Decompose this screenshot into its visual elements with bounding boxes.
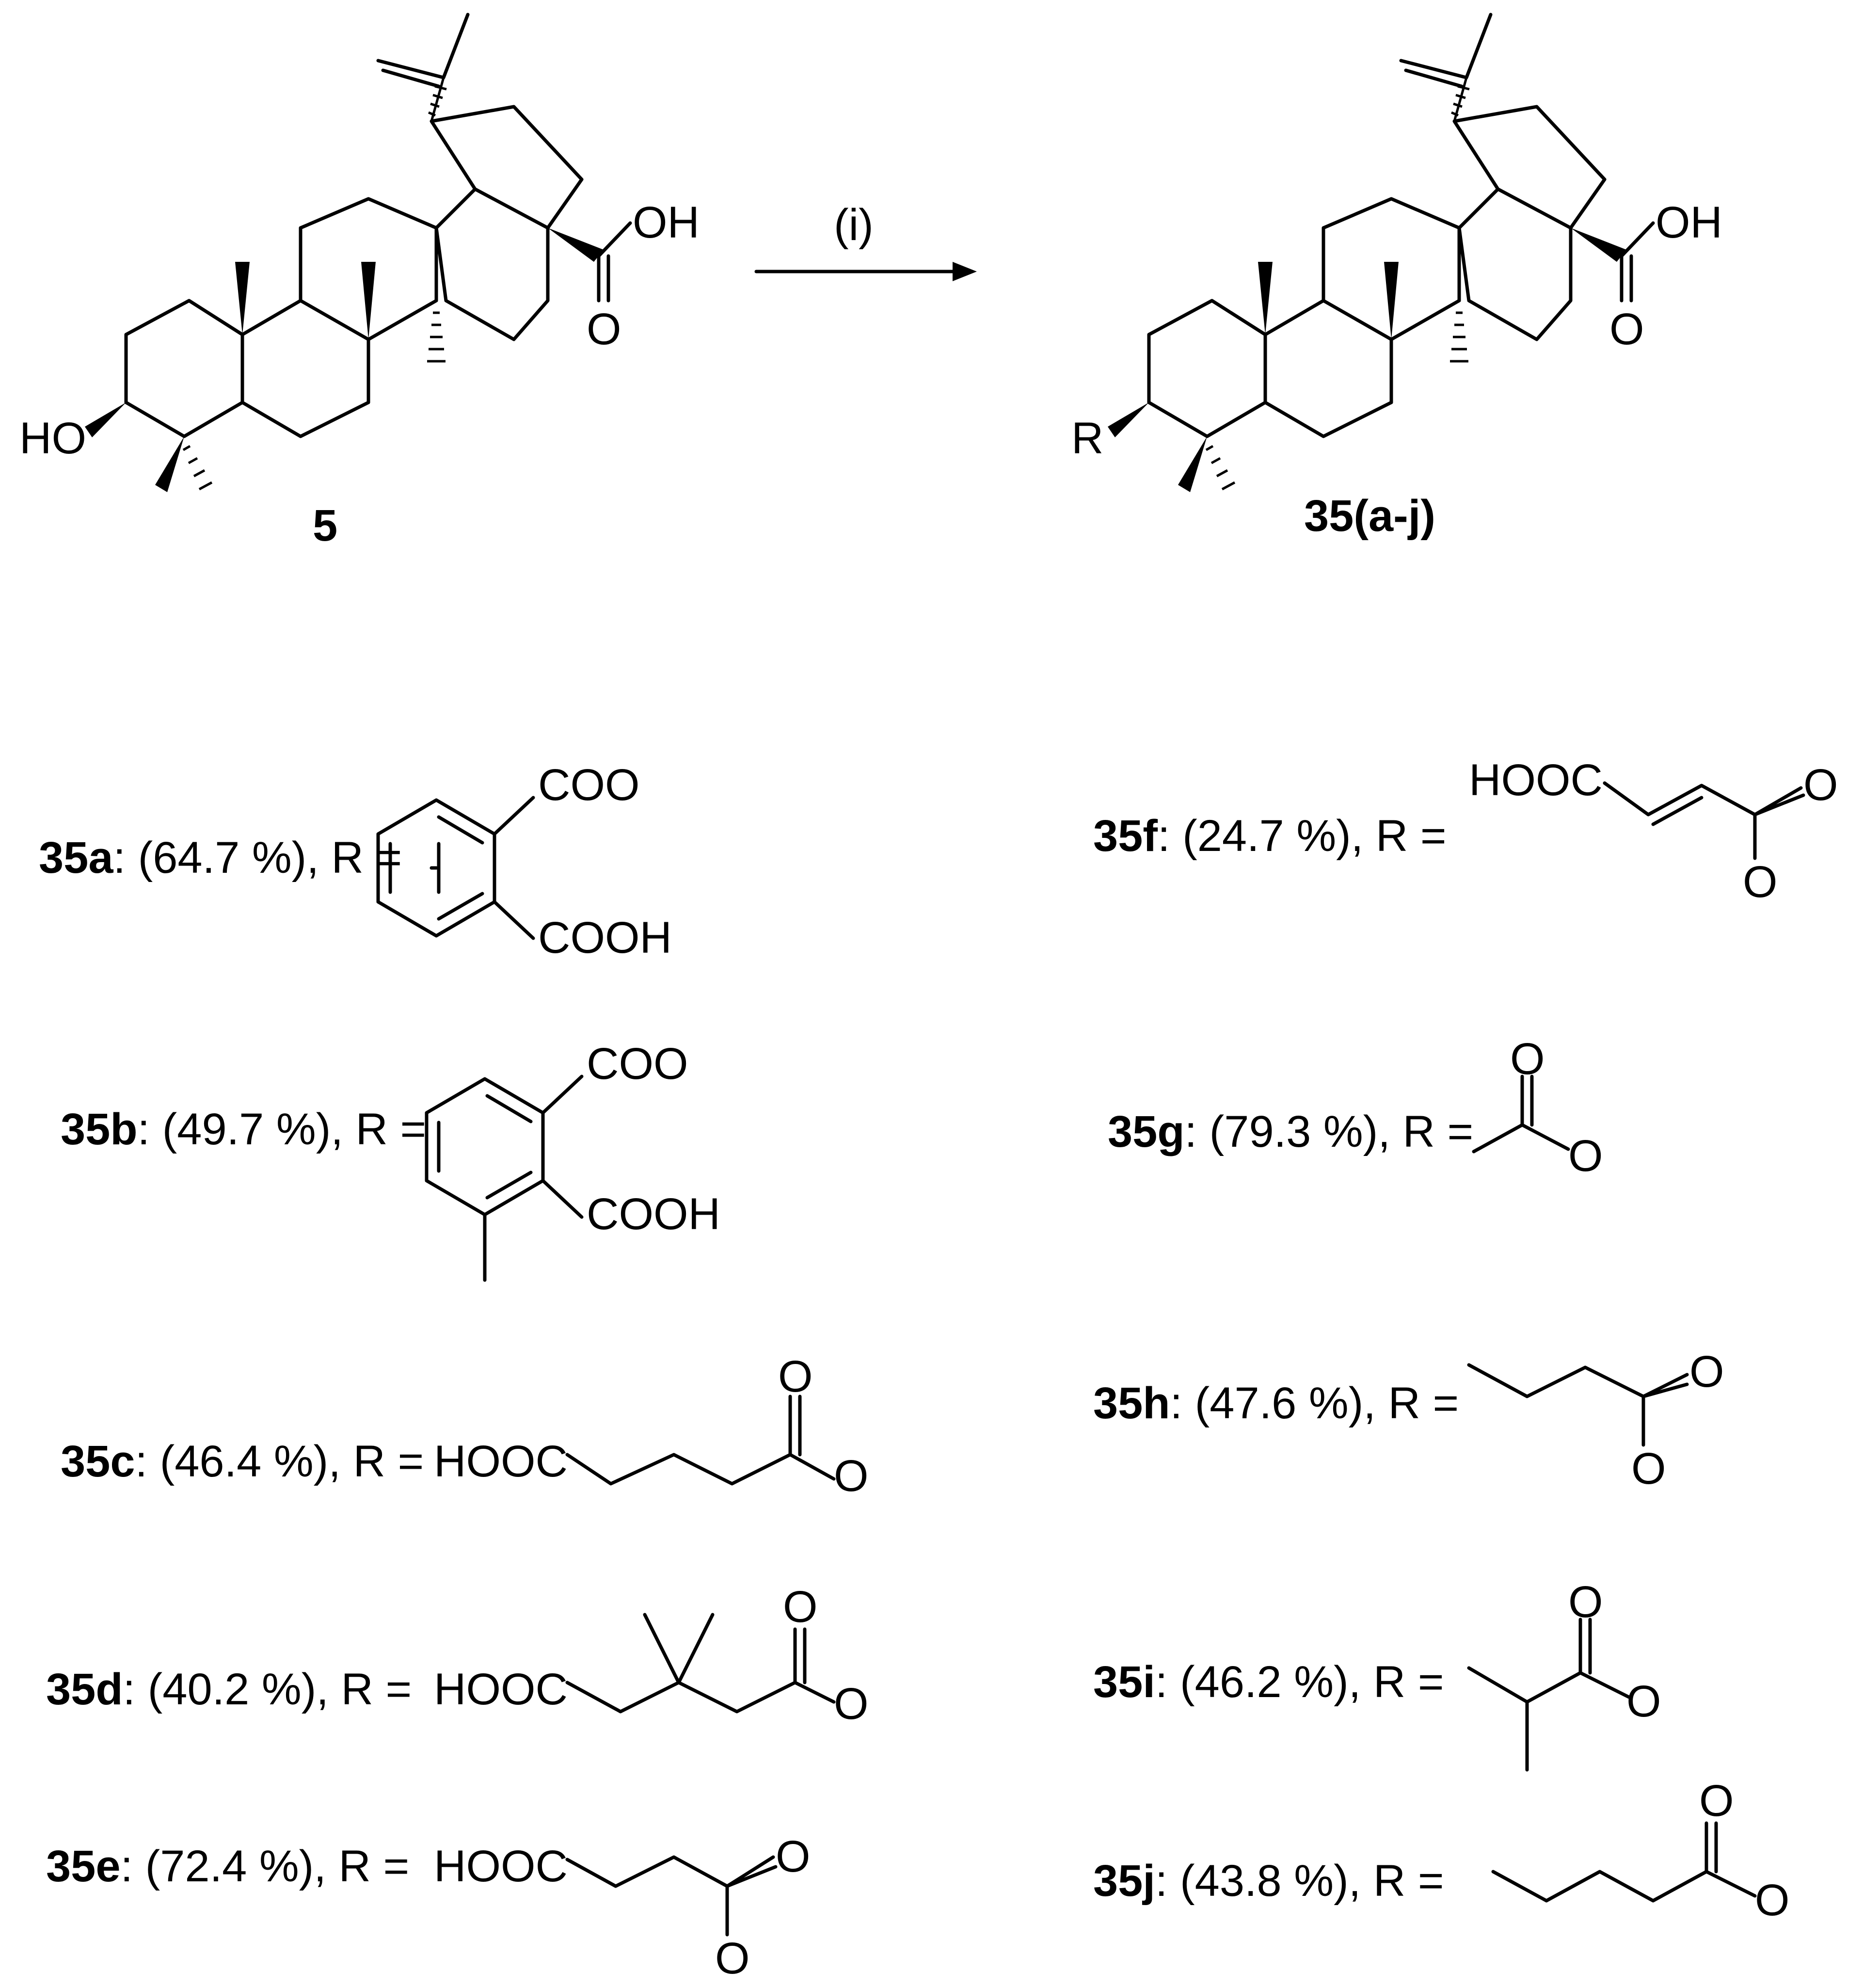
derivative-35g-group-2: O — [1568, 1131, 1603, 1181]
derivative-label-35g: 35g: (79.3 %), R = — [1108, 1107, 1473, 1156]
derivative-35c-group-1: HOOC — [434, 1437, 568, 1486]
derivative-35e: 35e: (72.4 %), R = HOOC O O — [46, 1832, 811, 1983]
derivative-35b-group-2: COOH — [587, 1189, 720, 1239]
reaction-arrow: (i) — [754, 200, 977, 281]
derivative-35f-group-3: O — [1743, 857, 1778, 907]
derivative-35d: 35d: (40.2 %), R = HOOC O O — [46, 1582, 869, 1729]
derivative-35i: 35i: (46.2 %), R = O O — [1093, 1577, 1661, 1772]
derivative-35j: 35j: (43.8 %), R = O O — [1093, 1776, 1790, 1925]
derivative-35e-group-2: O — [776, 1832, 811, 1881]
derivative-label-35i: 35i: (46.2 %), R = — [1093, 1657, 1444, 1707]
derivative-35b: 35b: (49.7 %), R = COO COOH — [61, 1039, 720, 1282]
product-o-label: O — [1609, 305, 1644, 354]
derivative-35d-group-2: O — [783, 1582, 818, 1632]
sm-compound-number: 5 — [313, 501, 337, 550]
derivative-35a: 35a: (64.7 %), R = COO COOH — [39, 760, 672, 962]
derivative-label-35c: 35c: (46.4 %), R = — [61, 1437, 424, 1486]
derivative-35f-group-1: HOOC — [1469, 755, 1603, 805]
sm-ho-label: HO — [19, 414, 86, 463]
sm-o-label: O — [587, 305, 621, 354]
product-oh-label: OH — [1656, 198, 1722, 247]
derivative-35d-group-1: HOOC — [434, 1665, 568, 1714]
derivative-35f-group-2: O — [1803, 760, 1838, 810]
product-compound-number: 35(a-j) — [1304, 491, 1435, 541]
derivative-35f: 35f: (24.7 %), R = HOOC O O — [1093, 755, 1838, 907]
reagent-label: (i) — [834, 200, 874, 250]
derivative-35c-group-3: O — [834, 1451, 869, 1501]
derivative-35d-group-3: O — [834, 1679, 869, 1729]
derivative-35a-group-1: COO — [538, 760, 640, 810]
derivative-35g-group-1: O — [1510, 1034, 1545, 1084]
derivative-label-35b: 35b: (49.7 %), R = — [61, 1105, 426, 1154]
derivative-35h: 35h: (47.6 %), R = O O — [1093, 1347, 1724, 1493]
derivative-35j-group-1: O — [1699, 1776, 1734, 1826]
derivative-35e-group-3: O — [715, 1934, 750, 1983]
derivative-label-35h: 35h: (47.6 %), R = — [1093, 1379, 1459, 1428]
derivative-35h-group-1: O — [1689, 1347, 1724, 1396]
derivative-35i-group-2: O — [1626, 1677, 1661, 1726]
derivative-label-35a: 35a: (64.7 %), R = — [39, 833, 402, 882]
derivative-35c: 35c: (46.4 %), R = HOOC O O — [61, 1352, 869, 1501]
derivative-35b-group-1: COO — [587, 1039, 688, 1089]
derivative-35j-group-2: O — [1755, 1876, 1790, 1925]
product-r-label: R — [1071, 414, 1103, 463]
starting-material-5: HO OH O 5 — [19, 13, 700, 550]
sm-oh-label: OH — [633, 198, 700, 247]
derivative-label-35j: 35j: (43.8 %), R = — [1093, 1856, 1444, 1906]
derivative-label-35e: 35e: (72.4 %), R = — [46, 1842, 409, 1891]
derivative-35h-group-2: O — [1631, 1444, 1666, 1493]
derivative-35e-group-1: HOOC — [434, 1842, 568, 1891]
derivative-35g: 35g: (79.3 %), R = O O — [1108, 1034, 1603, 1181]
product-35: R OH O 35(a-j) — [1071, 13, 1722, 541]
derivative-label-35f: 35f: (24.7 %), R = — [1093, 811, 1447, 861]
derivative-35a-group-2: COOH — [538, 913, 672, 962]
derivative-35i-group-1: O — [1568, 1577, 1603, 1627]
derivative-35c-group-2: O — [778, 1352, 813, 1401]
derivative-label-35d: 35d: (40.2 %), R = — [46, 1665, 412, 1714]
